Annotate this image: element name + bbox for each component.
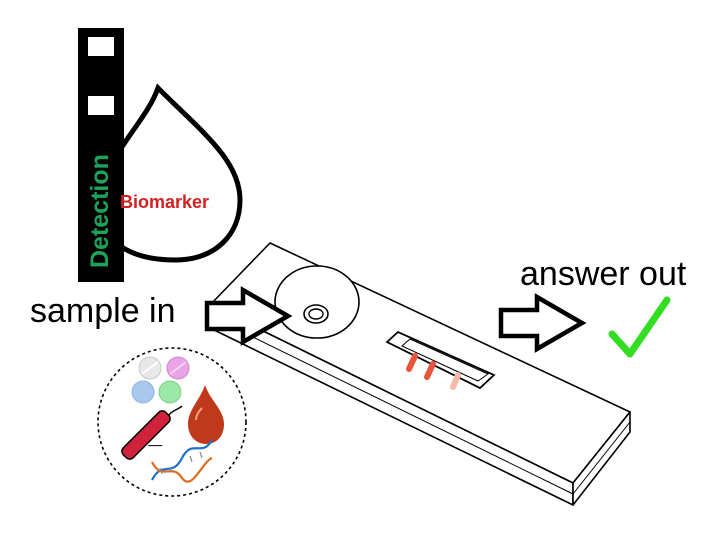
arrow-right-icon [204,286,293,346]
check-mark-icon [608,296,671,358]
test-line-3 [450,372,461,390]
biomarker-label: Biomarker [120,192,209,212]
sample-well [274,265,360,339]
answer-out-label: answer out [520,255,687,293]
strip-window-2 [88,96,114,115]
arrow-right-icon [498,293,587,353]
droplet-icon [188,385,224,444]
test-line-2 [424,361,436,380]
pills-icon [131,356,190,404]
detection-label: Detection [86,154,114,268]
result-window [385,330,496,390]
sample-types-circle [97,347,247,497]
dynamite-icon [121,405,183,460]
strip-window-1 [88,37,114,56]
sample-in-label: sample in [30,292,176,330]
test-line-1 [406,353,418,372]
dna-helix-icon [151,439,213,483]
detection-strip: Detection [78,28,124,282]
